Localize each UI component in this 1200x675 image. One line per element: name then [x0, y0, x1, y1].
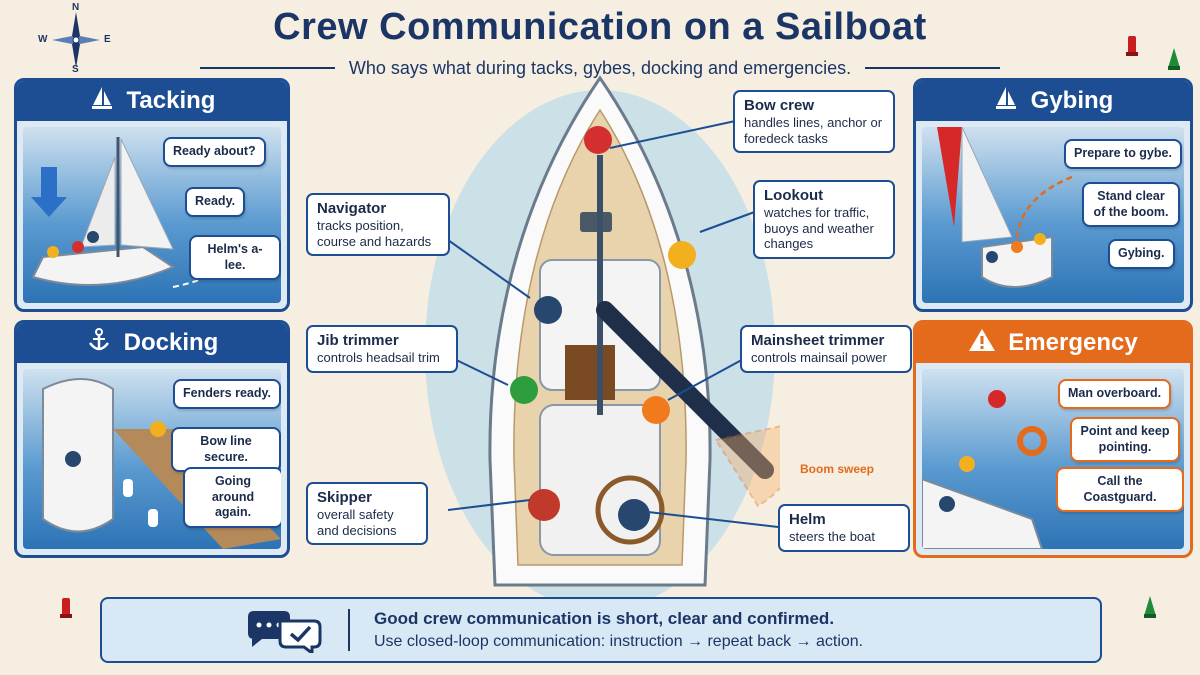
red-buoy-icon — [1124, 32, 1140, 63]
footer-divider — [348, 609, 350, 651]
speech-bubble: Gybing. — [1108, 239, 1175, 269]
panel-title: Docking — [123, 329, 219, 356]
docking-scene: Fenders ready. Bow line secure. Going ar… — [23, 369, 281, 549]
role-desc: controls headsail trim — [317, 350, 440, 365]
panel-title: Emergency — [1008, 329, 1138, 356]
role-desc: overall safety and decisions — [317, 507, 397, 538]
panel-gybing: Gybing Prepare to gybe. Stand clear of t… — [913, 78, 1193, 312]
role-desc: handles lines, anchor or foredeck tasks — [744, 115, 883, 146]
speech-bubble: Going around again. — [183, 467, 281, 528]
panel-title: Tacking — [126, 87, 216, 114]
speech-bubble: Fenders ready. — [173, 379, 281, 409]
panel-title: Gybing — [1030, 87, 1114, 114]
panel-docking: Docking Fenders ready. Bow line secure. … — [14, 320, 290, 558]
footer-banner: Good crew communication is short, clear … — [100, 597, 1102, 663]
panel-emergency: Emergency Man overboard. Point and keep … — [913, 320, 1193, 558]
anchor-icon — [86, 327, 112, 360]
speech-bubble: Prepare to gybe. — [1064, 139, 1182, 169]
role-name: Jib trimmer — [317, 332, 399, 349]
panel-header: Docking — [17, 323, 287, 363]
speech-bubble: Man overboard. — [1058, 379, 1172, 409]
role-name: Lookout — [764, 187, 824, 204]
role-label-mainsheet-trimmer: Mainsheet trimmer controls mainsail powe… — [740, 325, 912, 373]
speech-bubble: Helm's a-lee. — [189, 235, 281, 281]
panel-header: Gybing — [916, 81, 1190, 121]
subtitle-rule-left — [200, 67, 335, 69]
compass-s: S — [72, 64, 79, 75]
speech-bubble: Call the Coastguard. — [1056, 467, 1184, 513]
page-title: Crew Communication on a Sailboat — [273, 6, 927, 48]
red-buoy-icon — [58, 594, 74, 625]
role-name: Skipper — [317, 489, 373, 506]
role-label-lookout: Lookout watches for traffic, buoys and w… — [753, 180, 895, 259]
role-label-helm: Helm steers the boat — [778, 504, 910, 552]
emergency-scene: Man overboard. Point and keep pointing. … — [922, 369, 1184, 549]
speech-bubble: Point and keep pointing. — [1070, 417, 1180, 463]
role-name: Helm — [789, 511, 826, 528]
gybing-scene: Prepare to gybe. Stand clear of the boom… — [922, 127, 1184, 303]
speech-bubble: Stand clear of the boom. — [1082, 182, 1180, 228]
speech-bubble: Ready about? — [163, 137, 266, 167]
warning-icon — [968, 327, 996, 360]
speech-bubbles-check-icon — [244, 607, 324, 658]
panel-tacking: Tacking Ready about? Ready. Helm's a-lee… — [14, 78, 290, 312]
footer-detail: Use closed-loop communication: instructi… — [374, 633, 864, 650]
panel-header: Tacking — [17, 81, 287, 121]
boat-diagram — [420, 60, 812, 610]
role-label-navigator: Navigator tracks position, course and ha… — [306, 193, 450, 257]
role-name: Navigator — [317, 200, 387, 217]
role-desc: watches for traffic, buoys and weather c… — [764, 205, 874, 252]
role-label-skipper: Skipper overall safety and decisions — [306, 482, 428, 546]
green-buoy-icon — [1166, 46, 1182, 77]
role-desc: tracks position, course and hazards — [317, 218, 432, 249]
tacking-scene: Ready about? Ready. Helm's a-lee. — [23, 127, 281, 303]
footer-headline: Good crew communication is short, clear … — [374, 609, 835, 628]
green-buoy-icon — [1142, 594, 1158, 625]
sailboat-icon — [993, 85, 1019, 118]
role-desc: controls mainsail power — [751, 350, 887, 365]
compass-w: W — [38, 34, 48, 45]
role-label-bow-crew: Bow crew handles lines, anchor or forede… — [733, 90, 895, 154]
panel-header: Emergency — [916, 323, 1190, 363]
role-name: Bow crew — [744, 97, 815, 114]
role-name: Mainsheet trimmer — [751, 332, 885, 349]
speech-bubble: Ready. — [185, 187, 246, 217]
page-subtitle: Who says what during tacks, gybes, docki… — [348, 57, 852, 78]
role-label-jib-trimmer: Jib trimmer controls headsail trim — [306, 325, 458, 373]
compass-e: E — [104, 34, 111, 45]
compass-n: N — [72, 2, 80, 13]
compass-rose-icon — [44, 8, 108, 72]
role-desc: steers the boat — [789, 529, 875, 544]
subtitle-row: Who says what during tacks, gybes, docki… — [200, 56, 1001, 80]
subtitle-rule-right — [865, 67, 1001, 69]
sailboat-icon — [89, 85, 115, 118]
speech-bubble: Bow line secure. — [171, 427, 281, 473]
boom-sweep-label: Boom sweep — [800, 462, 875, 476]
